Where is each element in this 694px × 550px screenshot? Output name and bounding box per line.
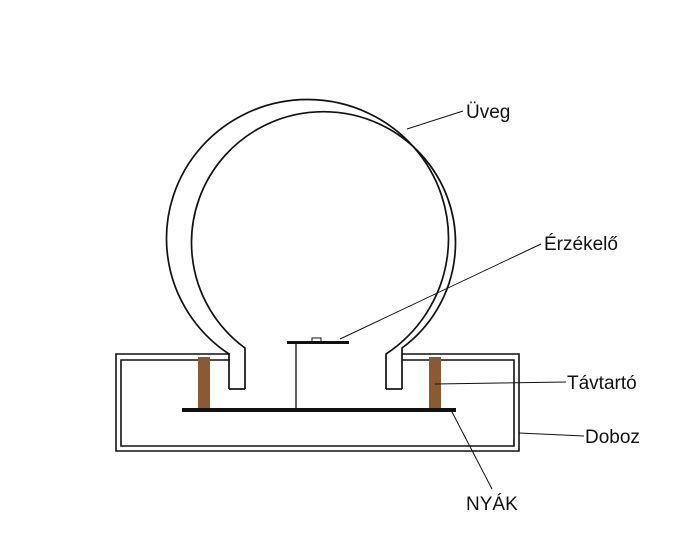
label-glass: Üveg [466, 102, 510, 123]
sensor [287, 337, 349, 408]
box-inner-wall [120, 359, 515, 447]
box [115, 353, 520, 452]
pcb-board [182, 408, 456, 412]
spacer-left [198, 357, 210, 410]
label-sensor: Érzékelő [544, 234, 618, 255]
leader-sensor [339, 243, 542, 340]
label-spacer: Távtartó [567, 373, 637, 394]
leader-box [518, 432, 585, 437]
leader-spacer [434, 381, 567, 385]
label-box: Doboz [585, 427, 640, 448]
leader-lines [339, 110, 585, 490]
sensor-chip [311, 337, 322, 343]
label-pcb: NYÁK [466, 494, 518, 515]
box-outer-wall [115, 353, 520, 452]
leader-glass [406, 110, 464, 130]
glass-bulb [165, 98, 457, 390]
leader-pcb [450, 409, 493, 490]
glass-inner-wall [190, 110, 457, 389]
glass-outer-wall [165, 98, 450, 389]
